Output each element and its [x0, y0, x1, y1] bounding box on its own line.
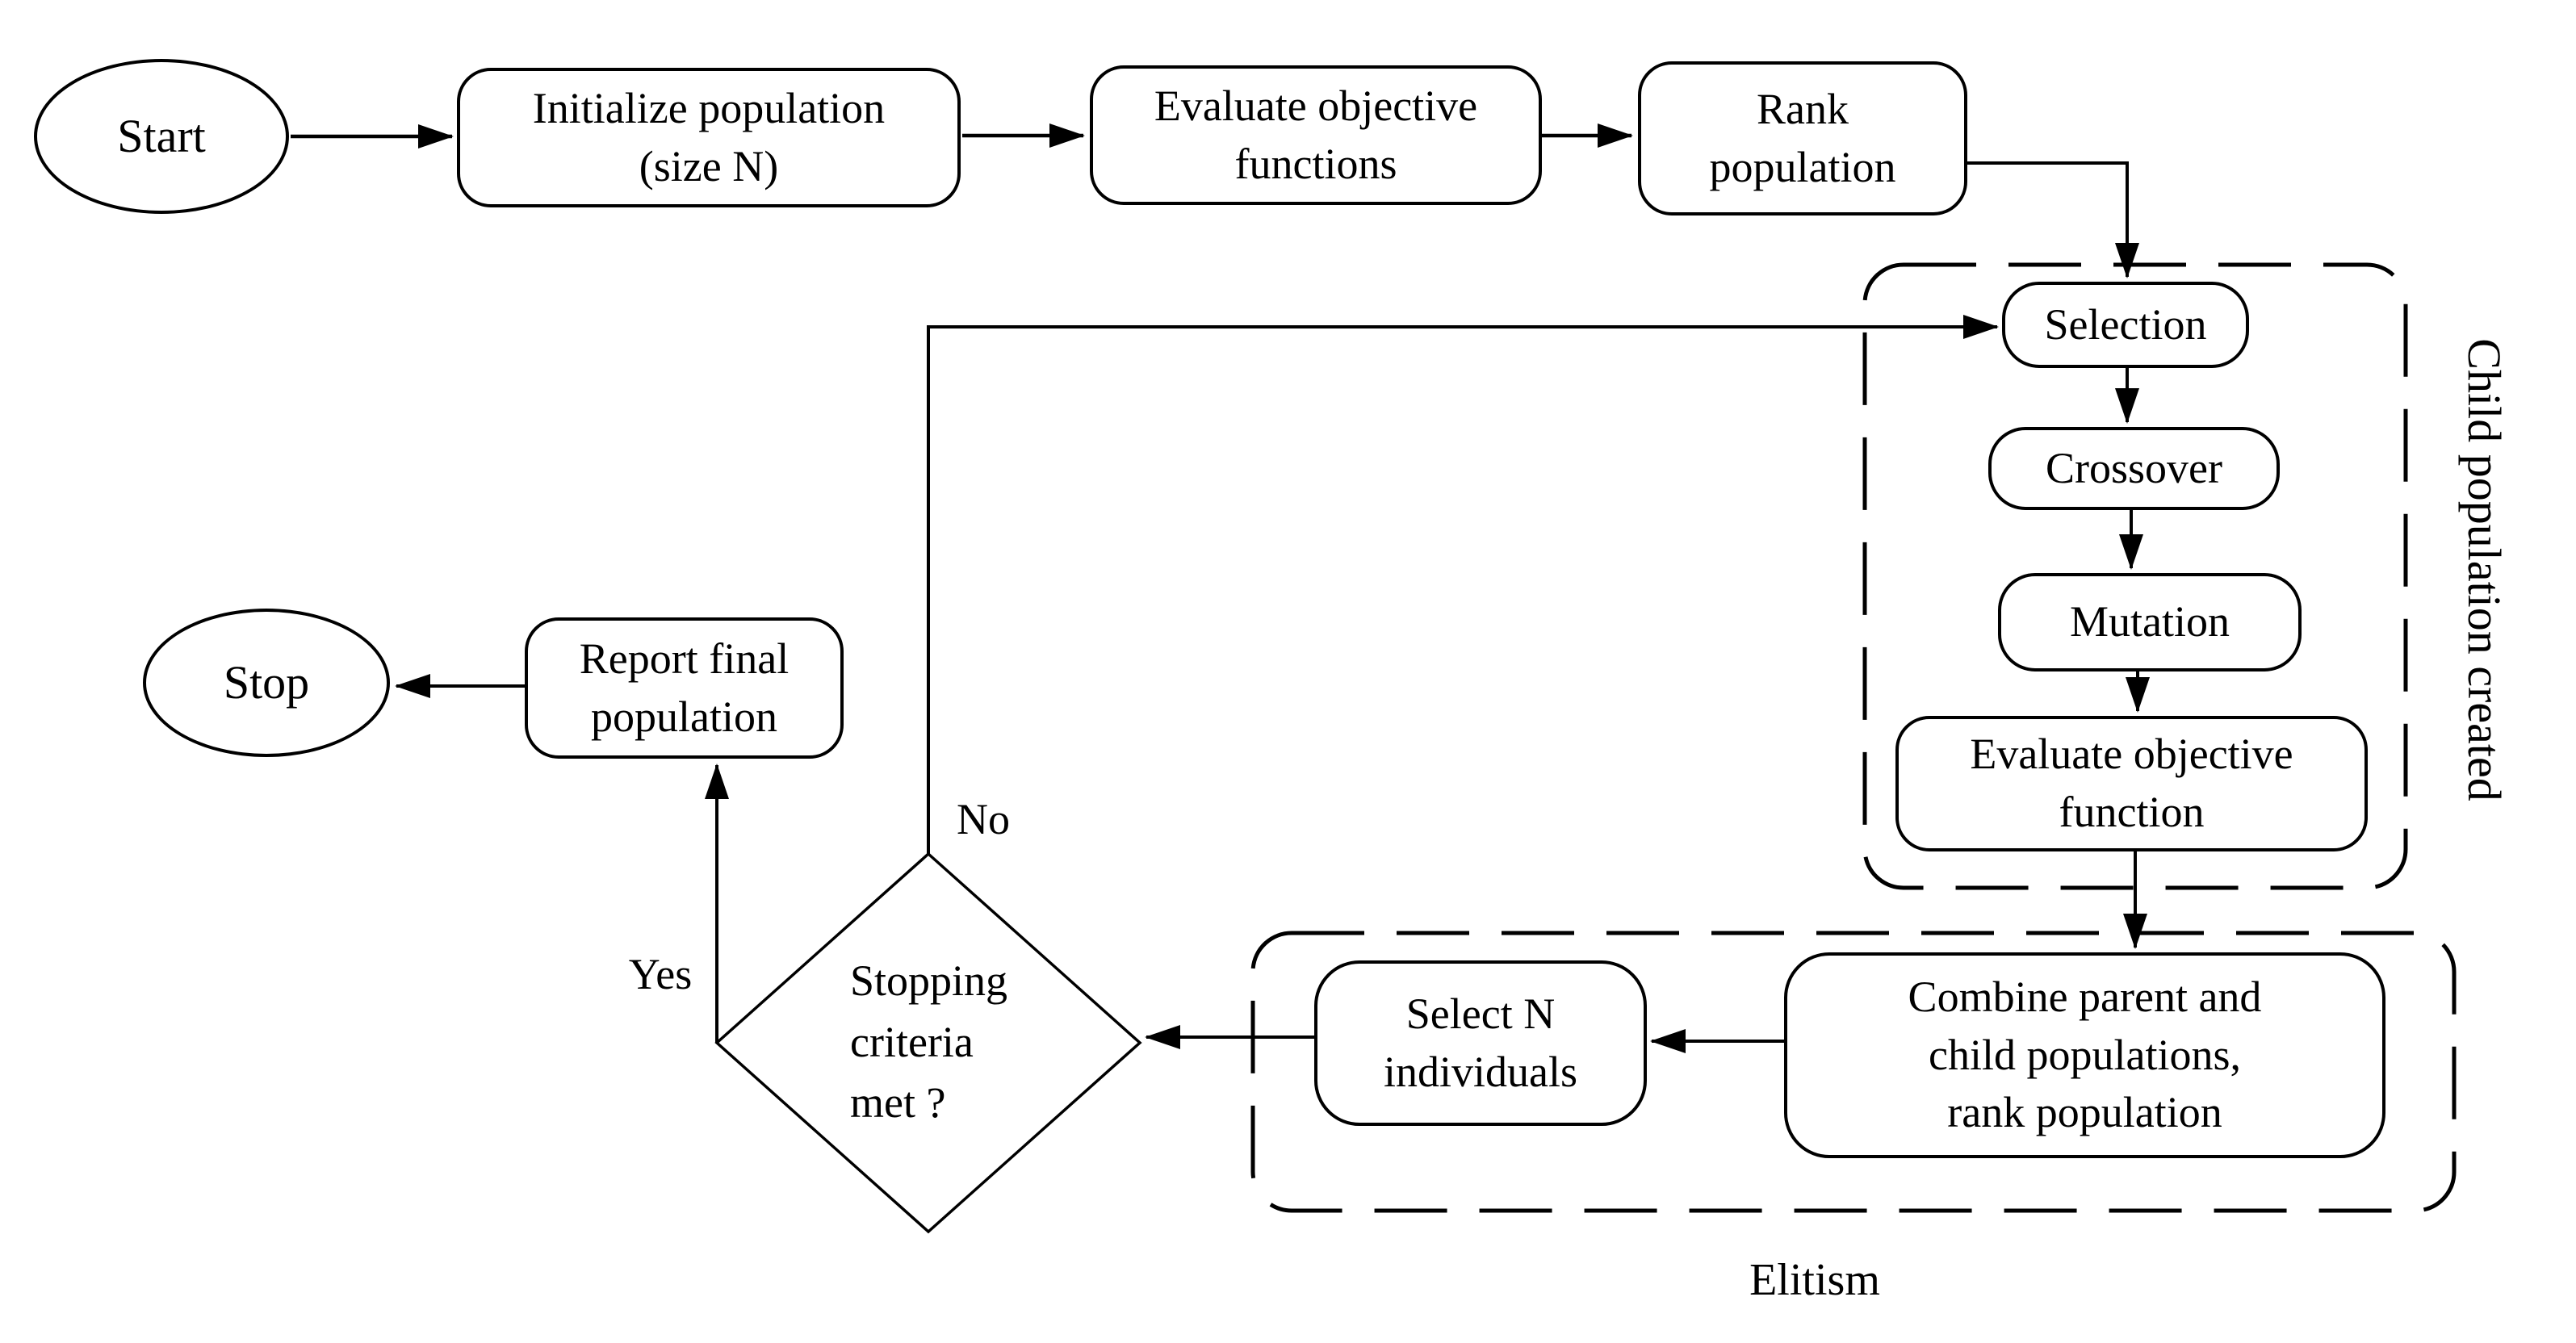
node-mutation-label: Mutation: [2070, 597, 2230, 646]
group-child-population-label: Child population created: [2458, 338, 2511, 801]
node-selection-label: Selection: [2044, 299, 2207, 349]
node-stop-label: Stop: [223, 656, 310, 709]
edge-rank-selection: [1965, 161, 2139, 278]
node-crossover-label: Crossover: [2046, 443, 2222, 492]
node-rank-population-label: Rank population: [1709, 84, 1896, 191]
node-combine-populations: Combine parent and child populations, ra…: [1784, 952, 2385, 1158]
node-initialize-population: Initialize population (size N): [457, 68, 961, 207]
node-evaluate-objective-function: Evaluate objective function: [1895, 716, 2368, 851]
node-start: Start: [34, 59, 289, 214]
node-start-label: Start: [117, 110, 206, 163]
node-combine-populations-label: Combine parent and child populations, ra…: [1908, 972, 2262, 1137]
node-stopping-criteria-label: Stopping criteria met ?: [850, 956, 1008, 1128]
node-evaluate-objective-functions: Evaluate objective functions: [1090, 65, 1542, 205]
node-evaluate-objective-function-label: Evaluate objective function: [1970, 730, 2293, 836]
node-initialize-population-label: Initialize population (size N): [532, 83, 886, 190]
edge-label-no: No: [957, 795, 1010, 843]
node-mutation: Mutation: [1998, 573, 2302, 672]
edge-stopping-selection-no: [927, 315, 1999, 854]
node-select-n-individuals: Select N individuals: [1314, 960, 1647, 1126]
node-stop: Stop: [143, 609, 390, 757]
node-report-final-population: Report final population: [525, 617, 844, 759]
node-rank-population: Rank population: [1638, 61, 1967, 215]
group-elitism-label: Elitism: [1749, 1255, 1880, 1305]
node-evaluate-objective-functions-label: Evaluate objective functions: [1154, 81, 1478, 188]
node-selection: Selection: [2002, 282, 2249, 368]
diamond-shape: [714, 851, 1142, 1234]
node-select-n-individuals-label: Select N individuals: [1384, 989, 1577, 1096]
group-elitism-box: [1250, 931, 2457, 1213]
node-crossover: Crossover: [1988, 427, 2280, 510]
node-report-final-population-label: Report final population: [579, 634, 790, 741]
edge-label-yes: Yes: [628, 950, 693, 998]
